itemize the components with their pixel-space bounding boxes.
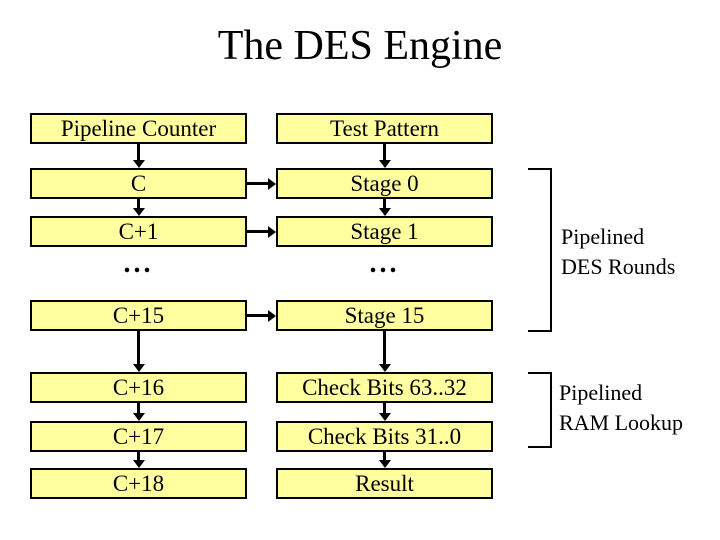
box-result: Result — [276, 468, 493, 499]
box-pipeline-counter: Pipeline Counter — [30, 113, 247, 144]
box-check-bits-63-32: Check Bits 63..32 — [276, 372, 493, 403]
down-arrow-c16-to-c17-icon — [132, 403, 145, 421]
box-stage-15: Stage 15 — [276, 300, 493, 331]
right-arrow-c1-to-stage1-icon — [247, 225, 276, 238]
down-arrow-checkbits63-to-checkbits31-icon — [378, 403, 391, 421]
box-c-plus-18: C+18 — [30, 468, 247, 499]
box-c-plus-15: C+15 — [30, 300, 247, 331]
box-c-plus-17: C+17 — [30, 421, 247, 452]
label-des-rounds-line2: DES Rounds — [561, 254, 676, 279]
label-ram-lookup-line1: Pipelined — [559, 380, 643, 405]
down-arrow-checkbits31-to-result-icon — [378, 452, 391, 468]
down-arrow-test-pattern-to-stage0-icon — [378, 144, 391, 168]
slide-title: The DES Engine — [217, 23, 503, 69]
down-arrow-stage15-to-checkbits-icon — [378, 331, 391, 372]
ellipsis-left: ... — [123, 248, 154, 279]
ellipsis-right: ... — [369, 248, 400, 279]
box-stage-0: Stage 0 — [276, 168, 493, 199]
box-stage-1: Stage 1 — [276, 216, 493, 247]
label-des-rounds-line1: Pipelined — [561, 224, 645, 249]
box-test-pattern: Test Pattern — [276, 113, 493, 144]
down-arrow-c-to-c1-icon — [132, 199, 145, 216]
down-arrow-c17-to-c18-icon — [132, 452, 145, 468]
bracket-des-rounds — [528, 168, 552, 332]
label-ram-lookup-line2: RAM Lookup — [559, 410, 684, 435]
bracket-ram-lookup — [528, 372, 552, 448]
right-arrow-c-to-stage0-icon — [247, 177, 276, 190]
label-des-rounds: Pipelined DES Rounds — [561, 222, 675, 282]
label-ram-lookup: Pipelined RAM Lookup — [559, 378, 683, 438]
down-arrow-stage0-to-stage1-icon — [378, 199, 391, 216]
down-arrow-pipeline-counter-to-c-icon — [132, 144, 145, 168]
box-c: C — [30, 168, 247, 199]
box-check-bits-31-0: Check Bits 31..0 — [276, 421, 493, 452]
box-c-plus-16: C+16 — [30, 372, 247, 403]
box-c-plus-1: C+1 — [30, 216, 247, 247]
down-arrow-c15-to-c16-icon — [132, 331, 145, 372]
right-arrow-c15-to-stage15-icon — [247, 309, 276, 322]
